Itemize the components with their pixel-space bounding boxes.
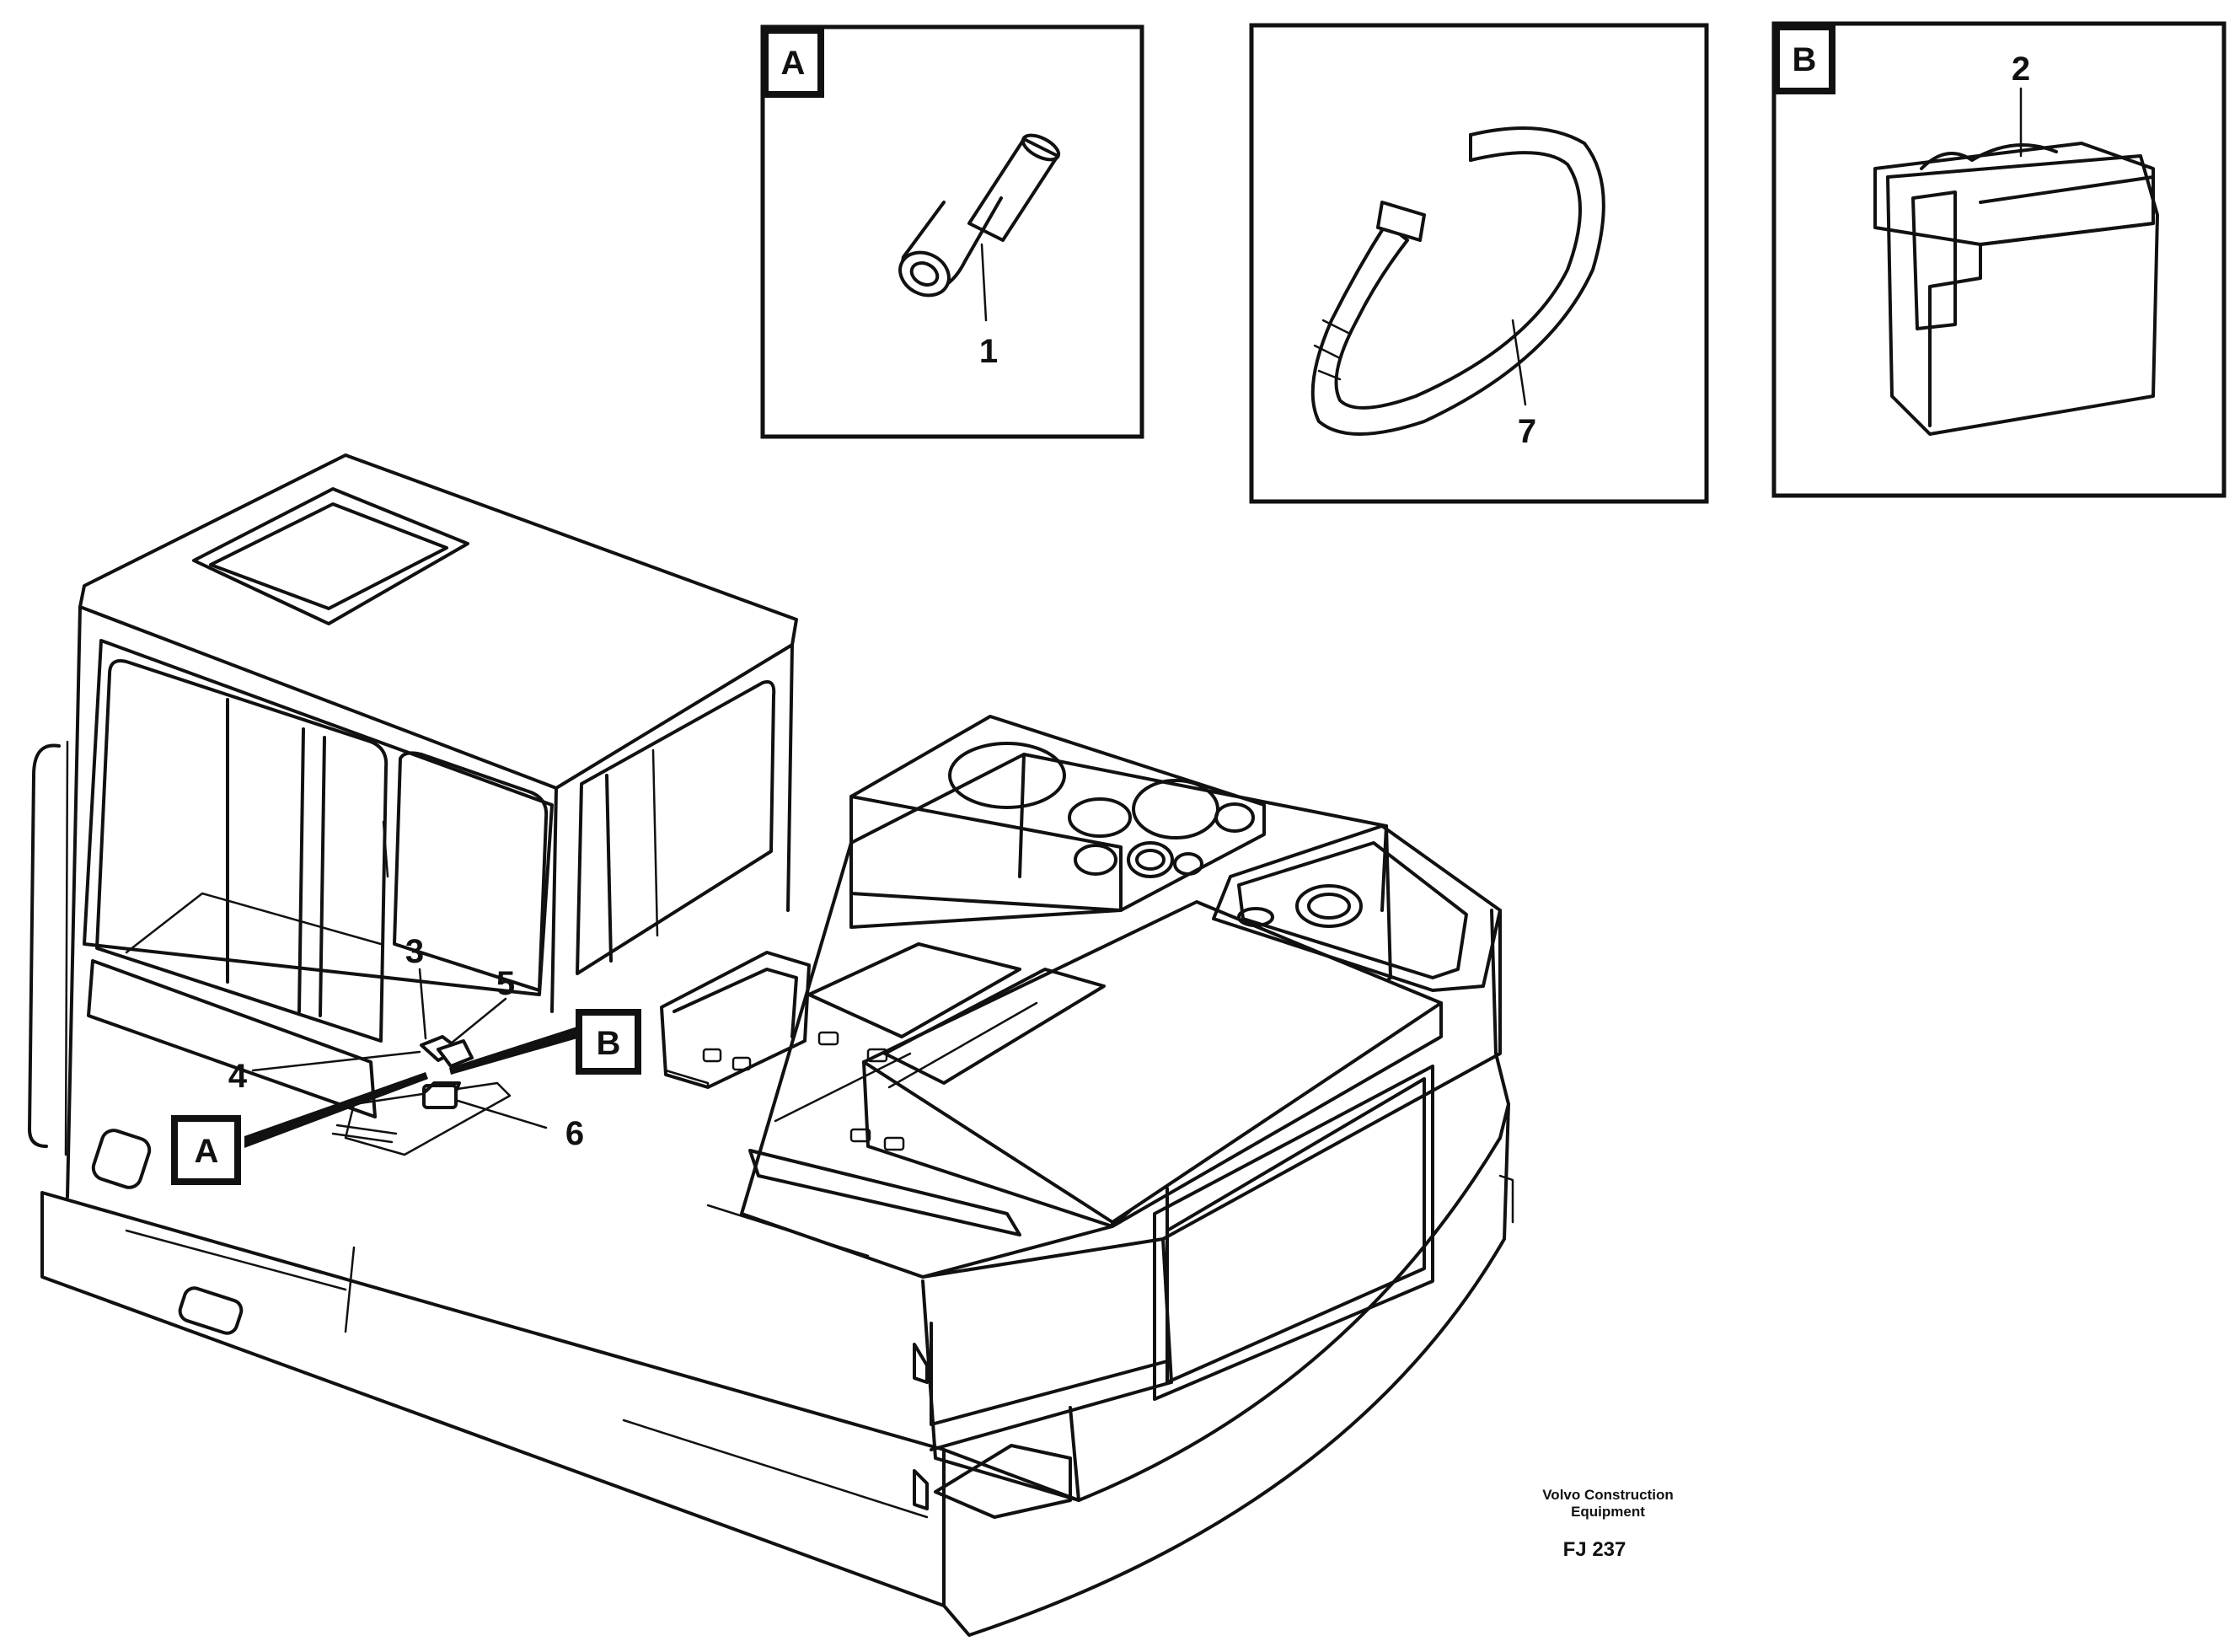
maker-line-2: Equipment xyxy=(1571,1504,1645,1520)
base-left-side xyxy=(40,1191,946,1607)
part-5-leader xyxy=(449,997,507,1045)
ref-b-pointer xyxy=(449,1027,577,1075)
grab-rail xyxy=(28,743,61,1148)
callouts: 3 5 4 6 A B xyxy=(171,933,641,1185)
part-4-label: 4 xyxy=(228,1058,248,1095)
part-6-leader xyxy=(453,1098,548,1129)
part-2-label: 2 xyxy=(2012,51,2030,88)
ref-a-pointer xyxy=(244,1072,428,1148)
maker-line-1: Volvo Construction xyxy=(1542,1487,1674,1503)
component-6 xyxy=(422,1084,458,1109)
panel-a-tag-box xyxy=(762,27,824,98)
cab-lower-window xyxy=(87,959,377,1118)
rear-box xyxy=(1212,824,1502,992)
connector-sleeve-icon xyxy=(898,133,1061,298)
part-3-leader xyxy=(418,968,427,1040)
figure-code: FJ 237 xyxy=(1563,1538,1626,1561)
step-cutout xyxy=(178,1286,244,1335)
ref-b-box xyxy=(576,1009,641,1075)
detail-panel-cable-tie: 7 xyxy=(1249,23,1709,504)
roof-hatch xyxy=(192,487,469,625)
part-7-leader xyxy=(1511,319,1527,406)
access-plate xyxy=(91,1129,152,1189)
part-7-label: 7 xyxy=(1518,413,1536,450)
cab-side-window xyxy=(576,680,776,975)
filter-cap-large xyxy=(948,742,1066,809)
part-4-leader xyxy=(251,1050,421,1072)
part-5-label: 5 xyxy=(496,965,515,1002)
panel-a-frame xyxy=(760,24,1144,439)
part-3-label: 3 xyxy=(405,933,424,970)
ref-b-label: B xyxy=(597,1025,621,1062)
ref-a-box xyxy=(171,1115,241,1185)
cab-door-window xyxy=(393,751,549,992)
cable-tie-icon xyxy=(1310,126,1605,436)
component-5 xyxy=(437,1039,474,1068)
fuse-holder-icon xyxy=(1873,142,2159,436)
ref-a-label: A xyxy=(195,1133,219,1170)
panel-strap-frame xyxy=(1249,23,1709,504)
cab-roof xyxy=(78,453,798,790)
part-1-leader xyxy=(980,243,988,322)
cable-tie-head xyxy=(1376,201,1426,242)
deck-front-edge xyxy=(942,1136,1502,1502)
detail-panel-a: A 1 xyxy=(760,24,1144,439)
detail-panel-b: B 2 xyxy=(1771,21,2227,498)
console xyxy=(660,951,811,1089)
panel-b-tag-box xyxy=(1773,24,1835,94)
side-panel-door xyxy=(1153,1065,1434,1401)
cab-front-window xyxy=(95,659,389,1043)
footer: Volvo Construction Equipment FJ 237 xyxy=(1542,1487,1674,1561)
filter-box xyxy=(849,715,1266,912)
cab-front-left-edge xyxy=(66,605,82,1199)
excavator-body xyxy=(28,453,1514,1637)
counterweight-front xyxy=(921,1279,1080,1502)
panel-b-tag: B xyxy=(1793,41,1817,78)
part-6-label: 6 xyxy=(565,1115,584,1152)
panel-a-tag: A xyxy=(781,45,806,82)
cab-front-panel xyxy=(83,639,554,996)
part-1-label: 1 xyxy=(979,333,998,370)
